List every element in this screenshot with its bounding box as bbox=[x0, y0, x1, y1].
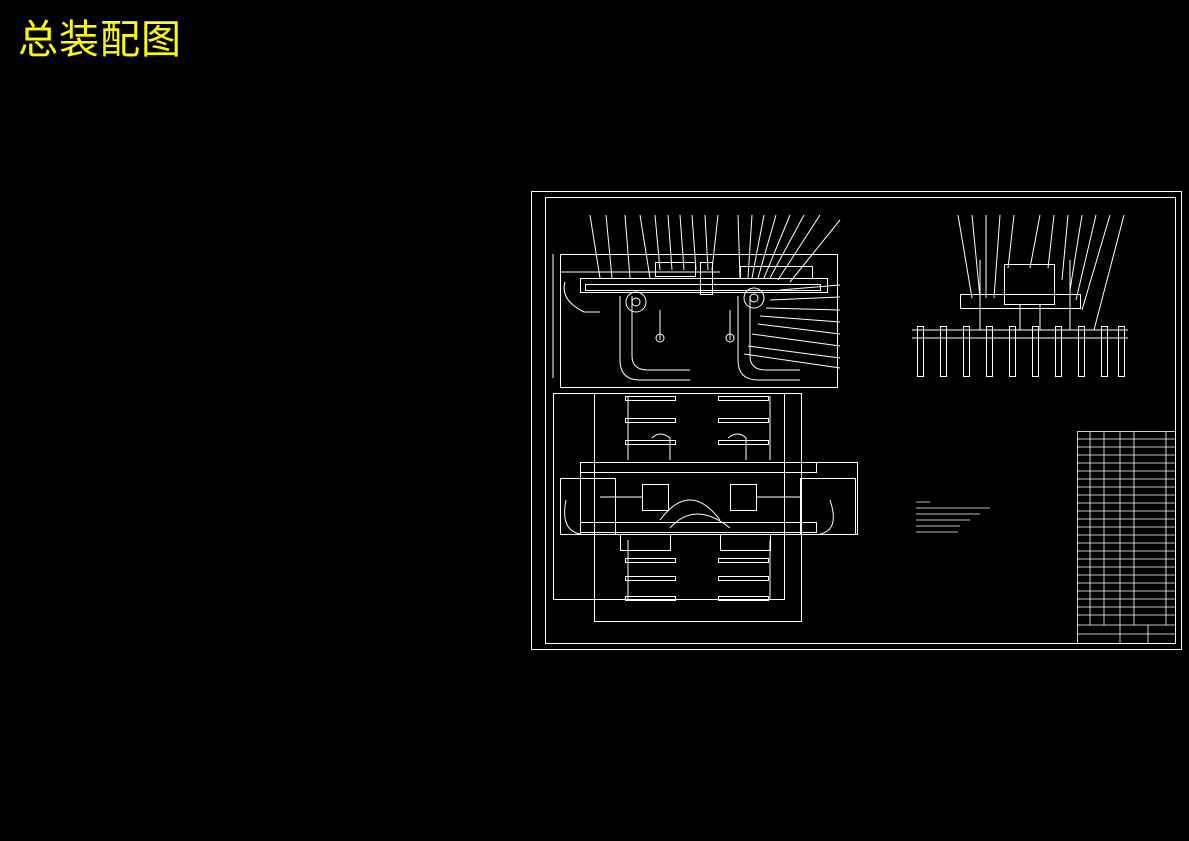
front-view-leaders bbox=[589, 214, 841, 369]
parts-list-rows bbox=[1077, 438, 1175, 626]
top-view bbox=[553, 393, 858, 622]
side-view-leaders bbox=[957, 214, 1125, 331]
technical-notes bbox=[916, 501, 990, 533]
page-title: 总装配图 bbox=[18, 17, 182, 63]
parts-list-table bbox=[1077, 431, 1176, 644]
front-view bbox=[552, 214, 841, 388]
sheet-outer-border bbox=[531, 191, 1182, 650]
top-view-fork-right bbox=[718, 396, 771, 601]
sheet-inner-border bbox=[545, 197, 1176, 644]
side-view-fingers bbox=[917, 326, 1125, 377]
side-view bbox=[912, 214, 1128, 377]
top-view-fork-left bbox=[625, 396, 676, 601]
title-block bbox=[1077, 625, 1175, 643]
